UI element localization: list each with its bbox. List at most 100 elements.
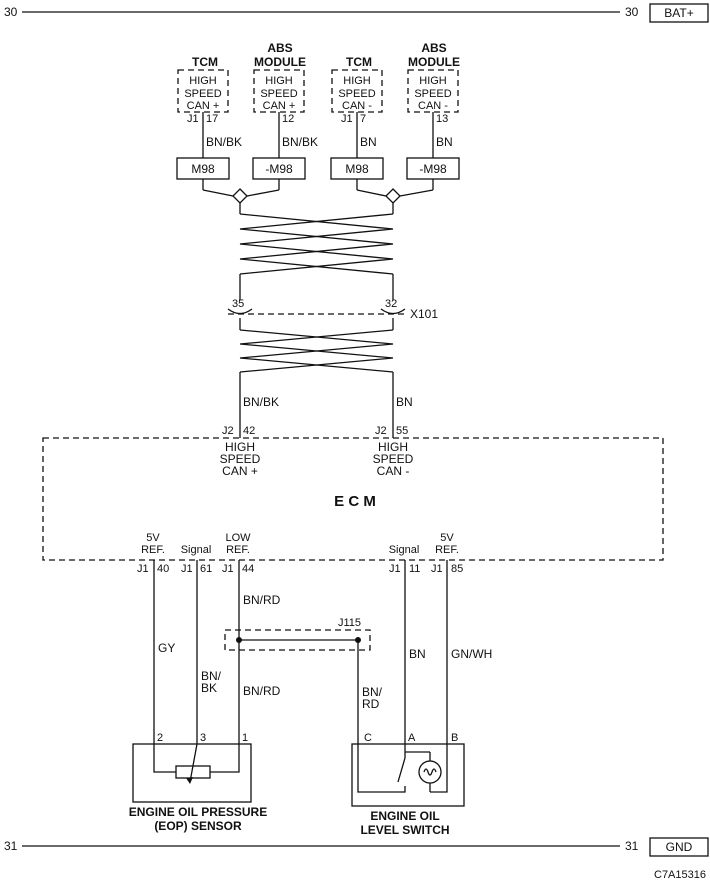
rail-top-left-number: 30 <box>4 5 18 19</box>
module-line: CAN - <box>342 100 372 112</box>
figure-code: C7A15316 <box>654 869 706 881</box>
rail-bottom-left-number: 31 <box>4 839 18 853</box>
sensor-wiring: GY BN/ BK BN/RD BN/RD J115 BN/ RD BN GN/… <box>153 560 492 744</box>
module-tcm-can-high: TCM HIGH SPEED CAN + J1 17 BN/BK M98 <box>176 55 242 180</box>
ecm-pin-label: 5V <box>440 532 454 544</box>
connector-label: J1 <box>389 563 401 575</box>
module-tcm-can-low: TCM HIGH SPEED CAN - J1 7 BN M98 <box>330 55 384 180</box>
ecm-pin-label: LOW <box>225 532 251 544</box>
wire-color-label: RD <box>362 697 380 711</box>
module-line: SPEED <box>260 88 297 100</box>
pin-number: 61 <box>200 563 212 575</box>
ecm-pin-label: SPEED <box>373 452 414 466</box>
module-title: ABS <box>421 41 446 55</box>
pin-number: C <box>364 732 372 744</box>
ecm-module: J2 42 HIGH SPEED CAN + J2 55 HIGH SPEED … <box>42 425 664 575</box>
eop-sensor-label: ENGINE OIL PRESSURE <box>129 805 267 819</box>
pin-number: 55 <box>396 425 408 437</box>
wire-color-label: BK <box>201 681 217 695</box>
wire-color-label: BN/ <box>201 669 222 683</box>
splice-label: M98 <box>191 162 215 176</box>
splice-label: -M98 <box>265 162 293 176</box>
ecm-pin-label: HIGH <box>378 440 408 454</box>
pin-number: 17 <box>206 113 218 125</box>
pin-number: 12 <box>282 113 294 125</box>
splice-label: -M98 <box>419 162 447 176</box>
connector-label: J1 <box>187 113 199 125</box>
wire-color-label: BN <box>396 395 413 409</box>
pin-number: 11 <box>409 563 420 575</box>
ecm-boundary <box>42 437 664 561</box>
connector-label: J2 <box>375 425 387 437</box>
pin-number: 42 <box>243 425 255 437</box>
pin-number: 7 <box>360 113 366 125</box>
module-title: TCM <box>346 55 372 69</box>
oil-level-switch: C A B ENGINE OIL LEVEL SWITCH <box>351 732 465 837</box>
ecm-pin-label: REF. <box>435 544 459 556</box>
eop-sensor-label: (EOP) SENSOR <box>154 819 242 833</box>
wire-color-label: BN/ <box>362 685 383 699</box>
module-line: CAN - <box>418 100 448 112</box>
eop-sensor: 2 3 1 ENGINE OIL PRESSURE (EOP) SENSOR <box>129 732 267 833</box>
x101-connector: 35 32 X101 BN/BK BN <box>227 298 438 438</box>
ecm-title: E C M <box>334 493 376 510</box>
module-line: CAN + <box>187 100 220 112</box>
ecm-pin-label: REF. <box>141 544 165 556</box>
pin-number: 3 <box>200 732 206 744</box>
pin-number: 32 <box>385 298 397 310</box>
module-line: SPEED <box>414 88 451 100</box>
wire-color-label: BN/BK <box>243 395 279 409</box>
bat-plus-box <box>649 3 709 23</box>
connector-label: J1 <box>341 113 353 125</box>
module-line: CAN + <box>263 100 296 112</box>
pin-number: 40 <box>157 563 169 575</box>
module-line: SPEED <box>184 88 221 100</box>
level-switch-label: ENGINE OIL <box>370 809 439 823</box>
module-title: ABS <box>267 41 292 55</box>
wire-color-label: BN/RD <box>243 593 281 607</box>
wire-color-label: GY <box>158 641 175 655</box>
module-line: SPEED <box>338 88 375 100</box>
pin-number: A <box>408 732 416 744</box>
connector-label: J1 <box>431 563 443 575</box>
pin-number: 2 <box>157 732 163 744</box>
rail-bottom-right-number: 31 <box>625 839 639 853</box>
level-switch-body <box>351 743 465 807</box>
pin-number: 85 <box>451 563 463 575</box>
junction-diamond <box>385 188 401 204</box>
module-abs-can-high: ABS MODULE HIGH SPEED CAN + 12 BN/BK -M9… <box>252 41 318 180</box>
module-title: MODULE <box>254 55 306 69</box>
module-title: TCM <box>192 55 218 69</box>
rail-top-right-number: 30 <box>625 5 639 19</box>
splice-node <box>236 637 242 643</box>
splice-label: J115 <box>338 617 361 629</box>
pin-number: 44 <box>242 563 254 575</box>
ecm-pin-label: Signal <box>181 544 212 556</box>
pin-number: 1 <box>242 732 248 744</box>
connector-label: J1 <box>222 563 234 575</box>
connector-label: J1 <box>181 563 193 575</box>
pin-number: 35 <box>232 298 244 310</box>
pin-number: 13 <box>436 113 448 125</box>
module-line: HIGH <box>419 75 447 87</box>
module-line: HIGH <box>189 75 217 87</box>
wire-color-label: BN <box>436 135 453 149</box>
wire-color-label: BN/BK <box>206 135 242 149</box>
bat-plus-rail: 30 30 BAT+ <box>4 3 709 23</box>
can-bus-twisted-pair <box>202 179 434 300</box>
wire-color-label: BN/RD <box>243 684 281 698</box>
module-line: HIGH <box>265 75 293 87</box>
module-abs-can-low: ABS MODULE HIGH SPEED CAN - 13 BN -M98 <box>406 41 460 180</box>
wire-color-label: BN <box>360 135 377 149</box>
wire-color-label: GN/WH <box>451 647 492 661</box>
pin-number: B <box>451 732 458 744</box>
junction-diamond <box>232 188 248 204</box>
wire-color-label: BN <box>409 647 426 661</box>
gnd-box <box>649 837 709 857</box>
connector-label: J1 <box>137 563 149 575</box>
ecm-pin-label: REF. <box>226 544 250 556</box>
j115-splice-pack <box>224 629 371 651</box>
level-switch-label: LEVEL SWITCH <box>360 823 449 837</box>
